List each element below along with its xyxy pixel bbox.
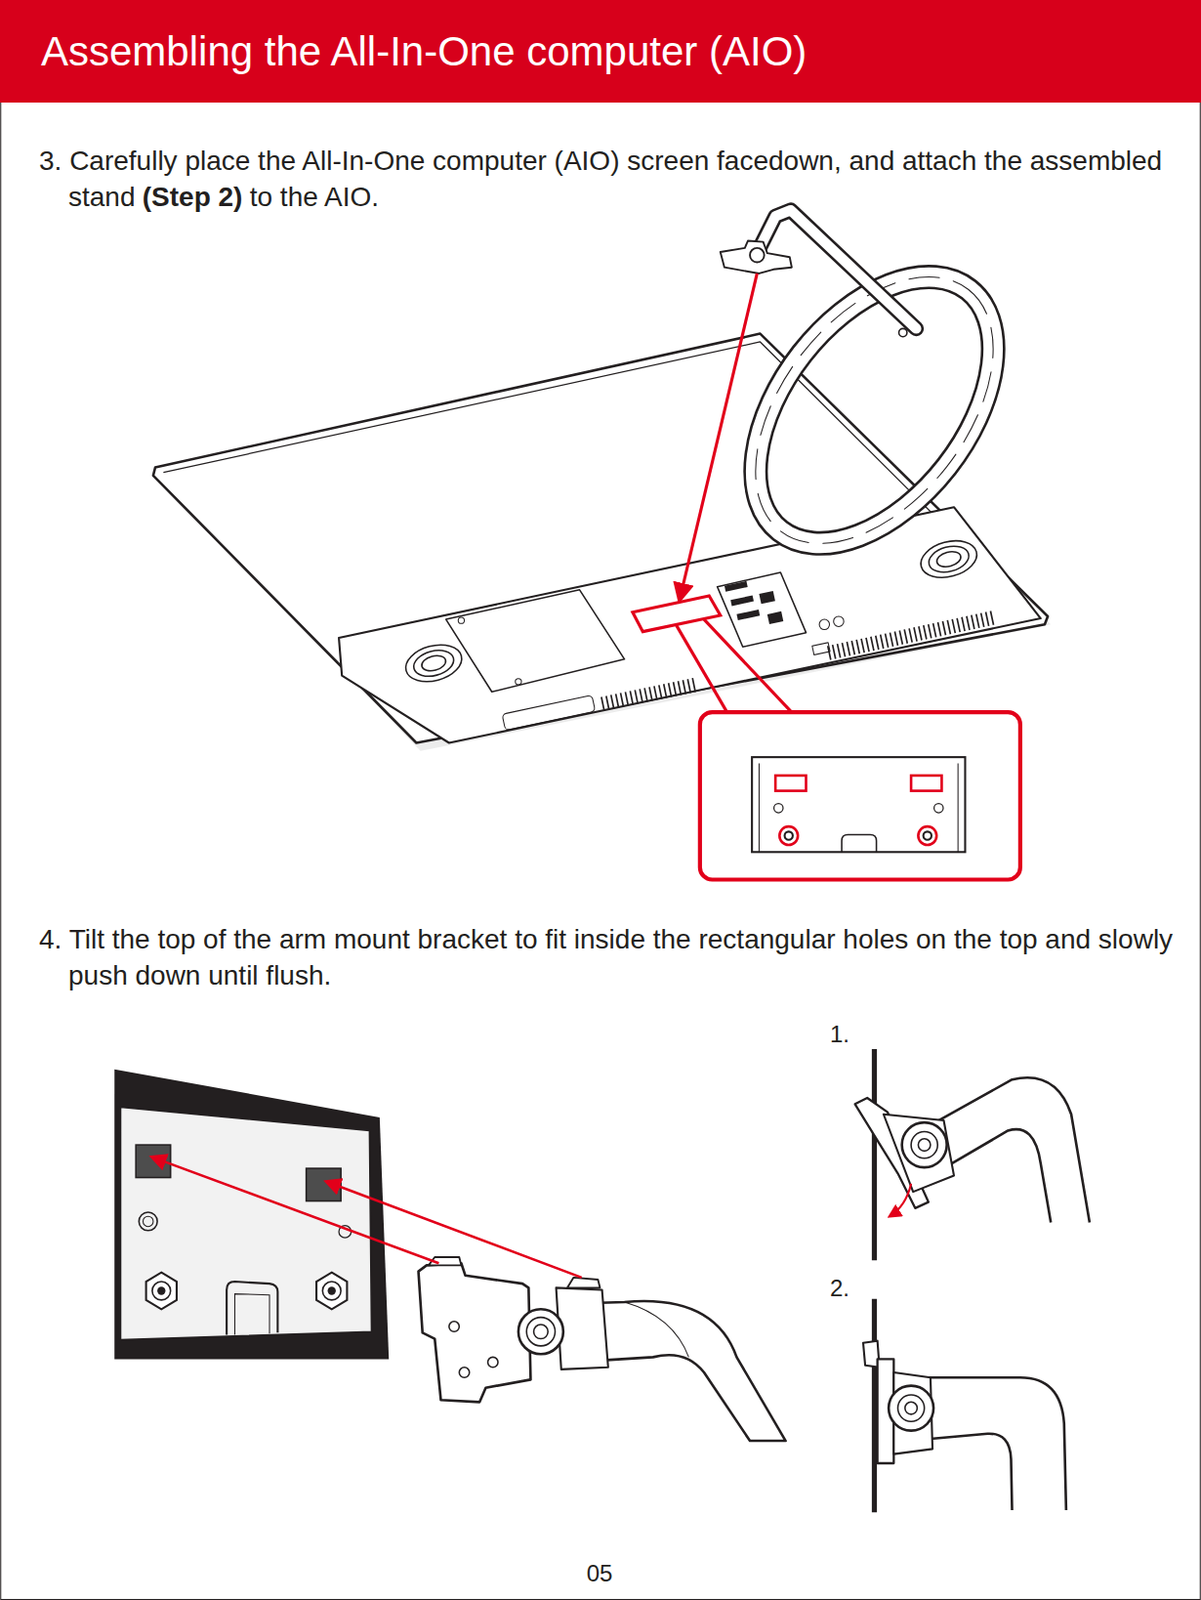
mount-plate — [114, 1069, 389, 1360]
insert-arrow — [152, 1157, 440, 1264]
aio-back-view — [153, 333, 1051, 751]
step-text: to the AIO. — [249, 181, 379, 212]
tilt-arrow — [889, 1183, 912, 1216]
callout-number: 1. — [829, 1020, 850, 1048]
step-instruction: 4. Tilt the top of the arm mount bracket… — [39, 920, 1197, 994]
side-view-flush — [863, 1298, 1067, 1512]
attach-arrow — [679, 273, 757, 600]
arm-bracket — [418, 1256, 787, 1441]
callout-number: 2. — [829, 1274, 850, 1302]
callout-leader — [704, 619, 791, 711]
callout-leader — [676, 624, 727, 711]
page-title: Assembling the All-In-One computer (AIO) — [41, 0, 807, 103]
stand — [707, 209, 1041, 587]
step-text: 4. Tilt the top of the arm mount bracket… — [39, 923, 1173, 991]
insert-arrow — [327, 1181, 582, 1278]
page-number: 05 — [586, 1559, 614, 1587]
title-banner: Assembling the All-In-One computer (AIO) — [0, 0, 1201, 103]
side-view-tilt — [855, 1048, 1090, 1260]
step-text: (Step 2) — [142, 181, 244, 212]
mount-detail-callout — [700, 711, 1021, 879]
step-instruction: 3. Carefully place the All-In-One comput… — [39, 142, 1197, 215]
